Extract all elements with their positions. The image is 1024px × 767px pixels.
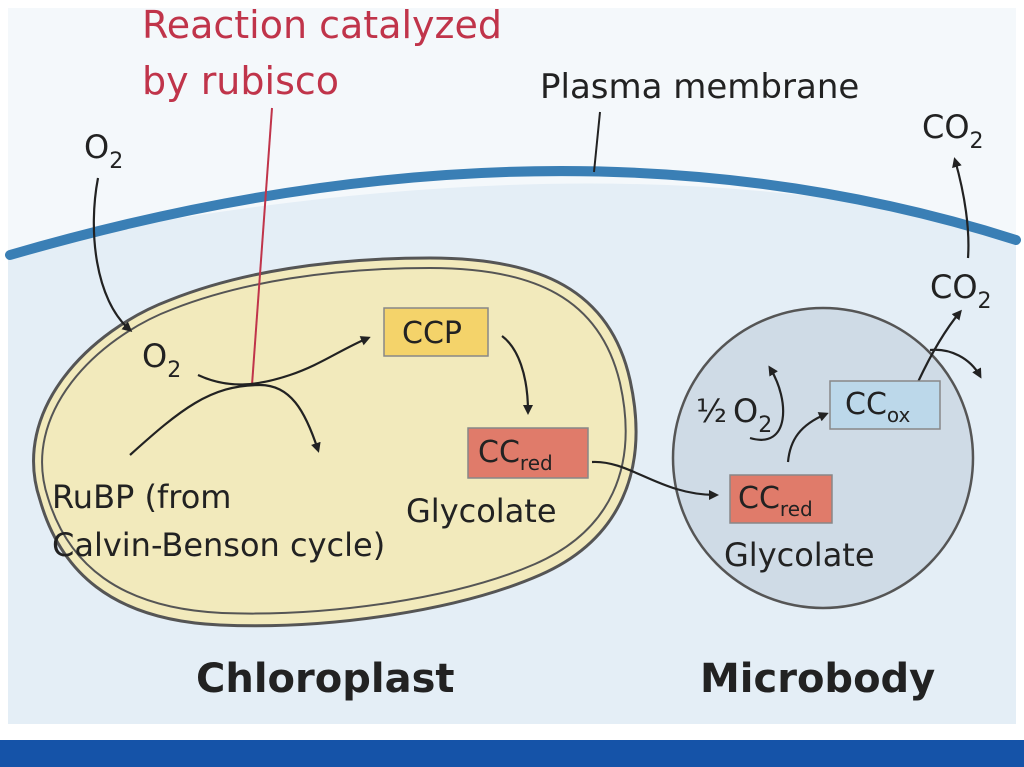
glycolate-chloroplast-label: Glycolate: [406, 492, 557, 530]
arrow-to-co2: [917, 309, 962, 383]
callout-title-line2: by rubisco: [142, 59, 339, 103]
co2-microbody-label: CO2: [930, 268, 992, 314]
glycolate-microbody-label: Glycolate: [724, 536, 875, 574]
ccred-chloroplast-label: CCred: [478, 435, 553, 475]
ccox-label: CCox: [845, 387, 911, 427]
ccp-label: CCP: [402, 316, 462, 351]
extracellular-region: [8, 8, 1016, 250]
arrow-to-ccp: [197, 336, 371, 386]
microbody-title: Microbody: [700, 656, 935, 702]
arrow-co2-out: [952, 157, 970, 259]
arrow-o2-into-chloroplast: [92, 177, 133, 332]
arrow-rubp-reaction: [129, 383, 321, 456]
ccox-box: [829, 380, 941, 430]
chloroplast-title: Chloroplast: [196, 656, 455, 702]
callout-line: [251, 107, 273, 386]
plasma-membrane: [5, 166, 1021, 260]
chloroplast-inner-membrane: [41, 266, 627, 615]
arrow-ccred-to-ccox: [786, 412, 829, 463]
ccred-microbody-label: CCred: [738, 481, 813, 521]
arrow-ccred-to-microbody: [591, 460, 719, 500]
arrow-ccp-to-ccred: [501, 335, 533, 415]
membrane-pointer-line: [593, 111, 601, 173]
rubp-label-line2: Calvin-Benson cycle): [52, 526, 385, 564]
o2-inside-label: O2: [142, 337, 181, 383]
arrow-branch: [929, 348, 982, 379]
co2-outside-label: CO2: [922, 108, 984, 154]
ccred-box-microbody: [729, 474, 833, 524]
plasma-membrane-label: Plasma membrane: [540, 67, 859, 107]
arrow-half-o2: [749, 365, 785, 441]
o2-outside-label: O2: [84, 128, 123, 174]
callout-title-line1: Reaction catalyzed: [142, 3, 502, 47]
ccred-box-chloroplast: [467, 427, 589, 479]
ccp-box: [383, 307, 489, 357]
bottom-bar: [0, 740, 1024, 767]
rubp-label-line1: RuBP (from: [52, 478, 231, 516]
